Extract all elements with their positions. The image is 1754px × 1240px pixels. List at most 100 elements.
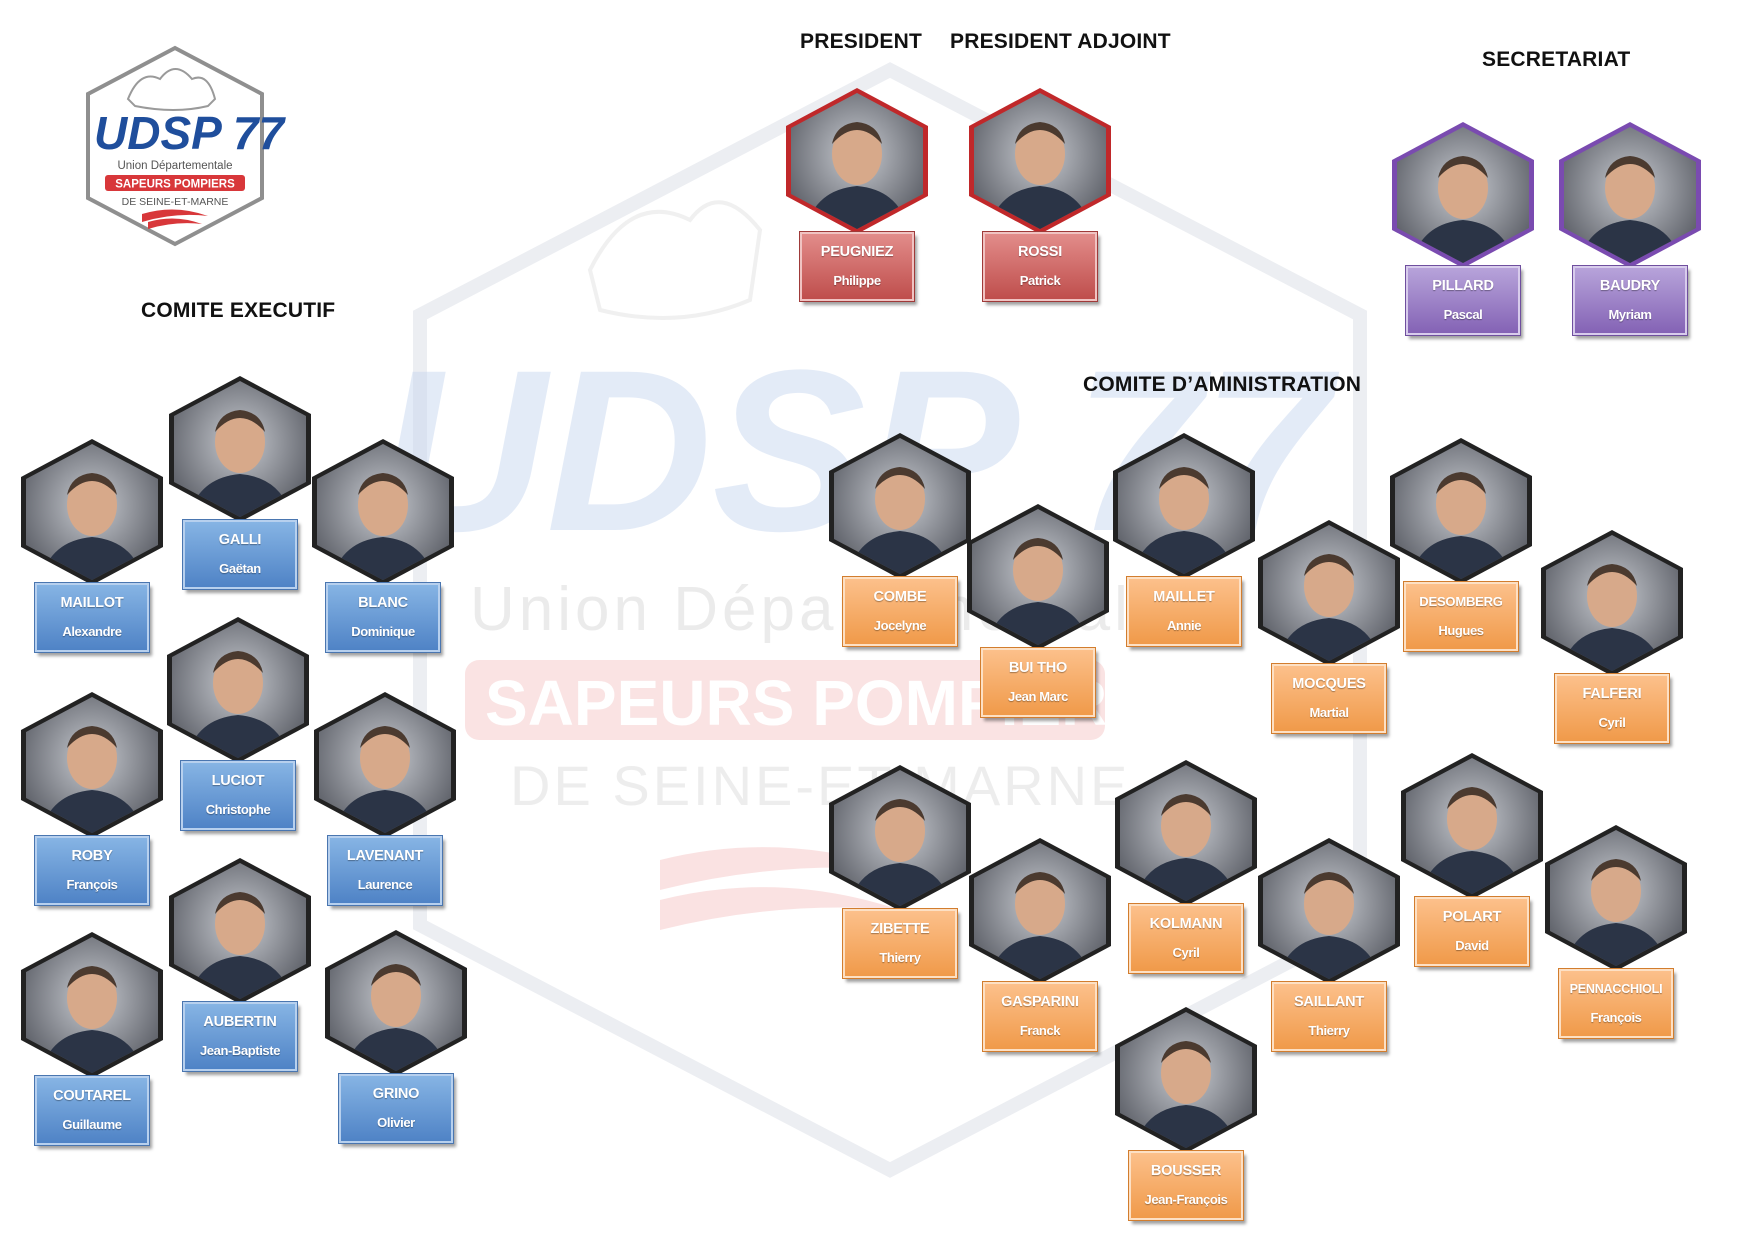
member-card-president-adjoint[interactable]: ROSSI Patrick [965,86,1115,302]
member-last-name: BAUDRY [1599,278,1661,294]
logo-line1: Union Départementale [117,160,232,172]
member-card-executif[interactable]: COUTAREL Guillaume [17,930,167,1146]
name-plate: BUI THO Jean Marc [980,647,1096,718]
member-card-administration[interactable]: MAILLET Annie [1109,431,1259,647]
name-plate: GASPARINI Franck [982,981,1098,1052]
portrait-hexagon [1545,825,1687,971]
member-card-administration[interactable]: SAILLANT Thierry [1254,836,1404,1052]
member-first-name: François [66,877,118,892]
portrait-hexagon [1390,438,1532,584]
name-plate: BOUSSER Jean-François [1128,1150,1244,1221]
member-first-name: Pascal [1443,307,1483,322]
member-first-name: Jean-François [1144,1192,1228,1207]
name-plate: SAILLANT Thierry [1271,981,1387,1052]
member-card-administration[interactable]: POLART David [1397,751,1547,967]
member-first-name: Myriam [1608,307,1652,322]
name-plate: GALLI Gaëtan [182,519,298,590]
name-plate: POLART David [1414,896,1530,967]
member-card-administration[interactable]: PENNACCHIOLI François [1541,823,1691,1039]
member-card-executif[interactable]: ROBY François [17,690,167,906]
member-first-name: Hugues [1438,623,1484,638]
portrait-hexagon [1258,520,1400,666]
portrait-hexagon [1559,122,1701,268]
portrait-hexagon [1113,433,1255,579]
name-plate: MAILLOT Alexandre [34,582,150,653]
portrait-hexagon [1541,530,1683,676]
member-first-name: Guillaume [62,1117,122,1132]
member-first-name: Patrick [1019,273,1061,288]
member-first-name: Franck [1019,1023,1061,1038]
name-plate: PEUGNIEZ Philippe [799,231,915,302]
portrait-hexagon [969,838,1111,984]
name-plate: MAILLET Annie [1126,576,1242,647]
member-first-name: Cyril [1598,715,1626,730]
portrait-hexagon [967,504,1109,650]
member-last-name: LUCIOT [211,773,265,789]
member-card-executif[interactable]: GALLI Gaëtan [165,374,315,590]
member-last-name: MAILLOT [60,595,124,611]
portrait-hexagon [1401,753,1543,899]
member-card-administration[interactable]: MOCQUES Martial [1254,518,1404,734]
logo-abbr: UDSP 77 [94,107,286,159]
member-card-administration[interactable]: DESOMBERG Hugues [1386,436,1536,652]
member-last-name: COMBE [873,589,927,605]
member-card-administration[interactable]: BOUSSER Jean-François [1111,1005,1261,1221]
name-plate: GRINO Olivier [338,1073,454,1144]
member-last-name: ROSSI [1017,244,1063,260]
member-card-executif[interactable]: LAVENANT Laurence [310,690,460,906]
member-last-name: POLART [1442,909,1502,925]
member-first-name: Philippe [833,273,881,288]
name-plate: BLANC Dominique [325,582,441,653]
portrait-hexagon [829,433,971,579]
udsp77-logo: UDSP 77 Union Départementale SAPEURS POM… [86,45,286,247]
name-plate: COUTAREL Guillaume [34,1075,150,1146]
name-plate: DESOMBERG Hugues [1403,581,1519,652]
portrait-hexagon [325,930,467,1076]
member-card-executif[interactable]: MAILLOT Alexandre [17,437,167,653]
portrait-hexagon [829,765,971,911]
member-card-administration[interactable]: ZIBETTE Thierry [825,763,975,979]
member-first-name: Dominique [351,624,415,639]
portrait-hexagon [1258,838,1400,984]
member-card-executif[interactable]: AUBERTIN Jean-Baptiste [165,856,315,1072]
portrait-hexagon [21,692,163,838]
member-last-name: PILLARD [1432,278,1494,294]
portrait-hexagon [969,88,1111,234]
member-card-secretariat[interactable]: BAUDRY Myriam [1555,120,1705,336]
member-card-president[interactable]: PEUGNIEZ Philippe [782,86,932,302]
watermark-line3: DE SEINE-ET-MARNE [510,754,1130,817]
member-card-administration[interactable]: GASPARINI Franck [965,836,1115,1052]
logo-line3: DE SEINE-ET-MARNE [122,196,229,208]
member-last-name: SAILLANT [1293,994,1365,1010]
member-first-name: Martial [1309,705,1349,720]
member-card-administration[interactable]: FALFERI Cyril [1537,528,1687,744]
member-first-name: Christophe [205,802,271,817]
portrait-hexagon [1115,1007,1257,1153]
member-last-name: BOUSSER [1150,1163,1222,1179]
member-card-secretariat[interactable]: PILLARD Pascal [1388,120,1538,336]
member-card-executif[interactable]: BLANC Dominique [308,437,458,653]
member-card-executif[interactable]: GRINO Olivier [321,928,471,1144]
member-last-name: KOLMANN [1149,916,1223,932]
member-first-name: Annie [1166,618,1202,633]
member-card-administration[interactable]: KOLMANN Cyril [1111,758,1261,974]
member-first-name: Jean Marc [1008,689,1068,704]
name-plate: PILLARD Pascal [1405,265,1521,336]
name-plate: BAUDRY Myriam [1572,265,1688,336]
member-last-name: BLANC [358,595,408,611]
name-plate: ZIBETTE Thierry [842,908,958,979]
name-plate: KOLMANN Cyril [1128,903,1244,974]
member-first-name: Thierry [1308,1023,1350,1038]
portrait-hexagon [786,88,928,234]
name-plate: AUBERTIN Jean-Baptiste [182,1001,298,1072]
member-card-administration[interactable]: BUI THO Jean Marc [963,502,1113,718]
member-last-name: COUTAREL [53,1088,131,1104]
portrait-hexagon [169,376,311,522]
member-card-administration[interactable]: COMBE Jocelyne [825,431,975,647]
member-card-executif[interactable]: LUCIOT Christophe [163,615,313,831]
member-last-name: GASPARINI [1001,994,1079,1010]
name-plate: MOCQUES Martial [1271,663,1387,734]
logo-line2: SAPEURS POMPIERS [115,179,235,191]
member-last-name: PEUGNIEZ [820,244,894,260]
member-first-name: Cyril [1172,945,1200,960]
